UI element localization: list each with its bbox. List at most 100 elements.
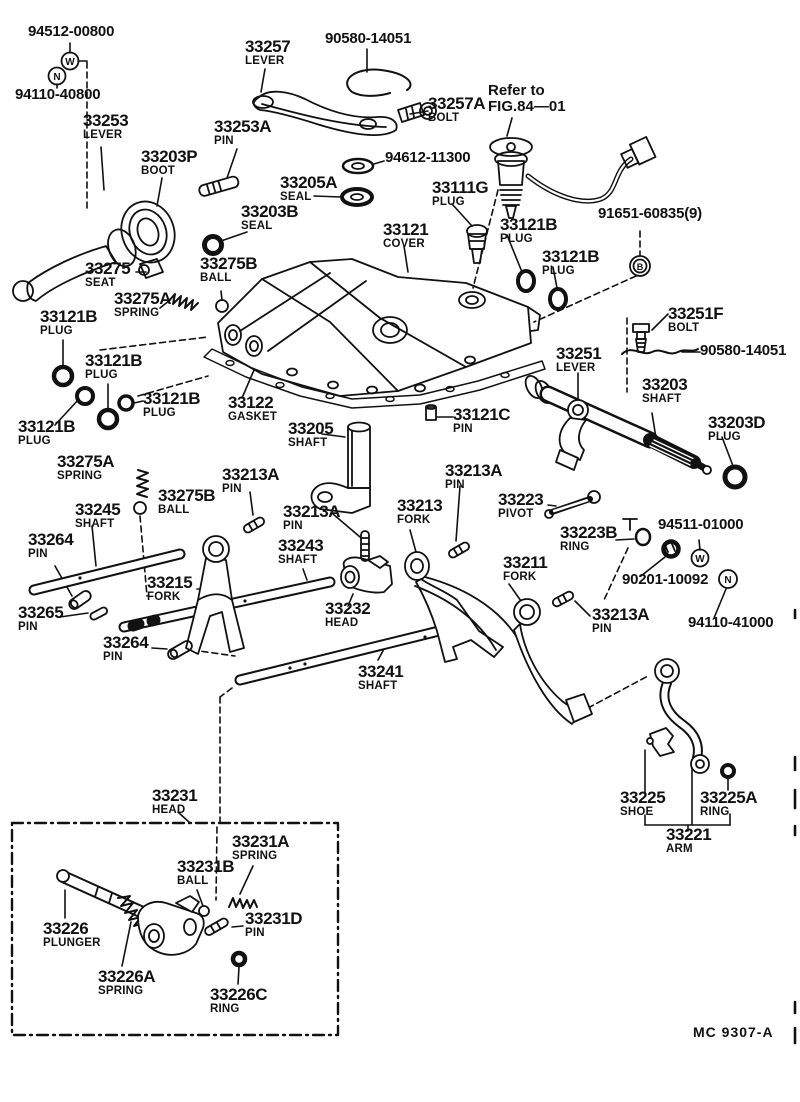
switch-drawing — [489, 136, 657, 219]
rail-33245-drawing — [28, 548, 186, 596]
pivot-33223-drawing — [544, 490, 601, 519]
bolt-33251F-drawing — [632, 323, 650, 353]
ball-33231B-drawing — [198, 905, 210, 917]
pin-33253A-drawing — [198, 175, 240, 197]
ring-33225A-drawing — [720, 763, 736, 779]
lock-wire-90580-top-drawing — [346, 68, 412, 97]
pin-33213A-a-drawing — [243, 516, 265, 534]
lock-wire-90580-right-drawing — [621, 348, 699, 355]
n-circle-top: N — [47, 66, 67, 86]
pin-33213A-b-drawing — [360, 530, 370, 562]
pin-33213A-c-drawing — [448, 541, 470, 559]
detail-box-border — [10, 821, 340, 1037]
label-94110-41000: 94110-41000 — [688, 614, 774, 631]
pin-33265-drawing — [89, 606, 109, 621]
nut-91651-b-symbol: B — [629, 255, 651, 277]
n-circle-right: N — [718, 569, 738, 589]
gasket-33122-drawing — [203, 348, 546, 409]
label-90201-10092: 90201-10092 — [622, 571, 709, 588]
label-90580-14051-top: 90580-14051 — [325, 30, 412, 47]
pin-33213A-d-drawing — [551, 590, 575, 608]
svg-text:W: W — [695, 554, 705, 565]
bolt-33257A-drawing — [397, 102, 437, 123]
arm-33221-drawing — [654, 658, 710, 774]
note-refer-to-fig: Refer to FIG.84—01 — [488, 82, 566, 115]
label-91651-60835: 91651-60835(9) — [598, 205, 702, 222]
lever-33257-drawing — [252, 90, 398, 137]
seal-33205A-drawing — [340, 187, 374, 207]
svg-text:N: N — [724, 575, 731, 586]
head-33232-drawing — [340, 555, 393, 594]
lever-33253-drawing — [12, 200, 224, 302]
w-circle-top: W — [60, 51, 80, 71]
label-94110-40800: 94110-40800 — [15, 86, 101, 103]
spring-ball-33275-mid-drawing — [133, 469, 149, 515]
fork-33213-drawing — [404, 551, 523, 663]
washer-94612-drawing — [341, 157, 375, 175]
fork-33215-drawing — [185, 535, 245, 655]
svg-text:B: B — [637, 262, 644, 272]
ring-33226C-drawing — [230, 950, 248, 968]
svg-text:W: W — [65, 57, 75, 68]
pin-33264-a-drawing — [68, 590, 92, 610]
label-94511-01000: 94511-01000 — [658, 516, 744, 533]
pin-33231D-drawing — [204, 917, 229, 936]
pin-33264-b-drawing — [167, 640, 193, 660]
ring-33223B-drawing — [622, 518, 652, 547]
cover-33121-drawing — [217, 258, 541, 397]
label-90580-14051-right: 90580-14051 — [700, 342, 787, 359]
rail-33241-drawing — [234, 624, 449, 686]
shoe-33225-drawing — [646, 727, 675, 757]
w-circle-right: W — [690, 548, 710, 568]
leader-lines — [54, 42, 734, 985]
